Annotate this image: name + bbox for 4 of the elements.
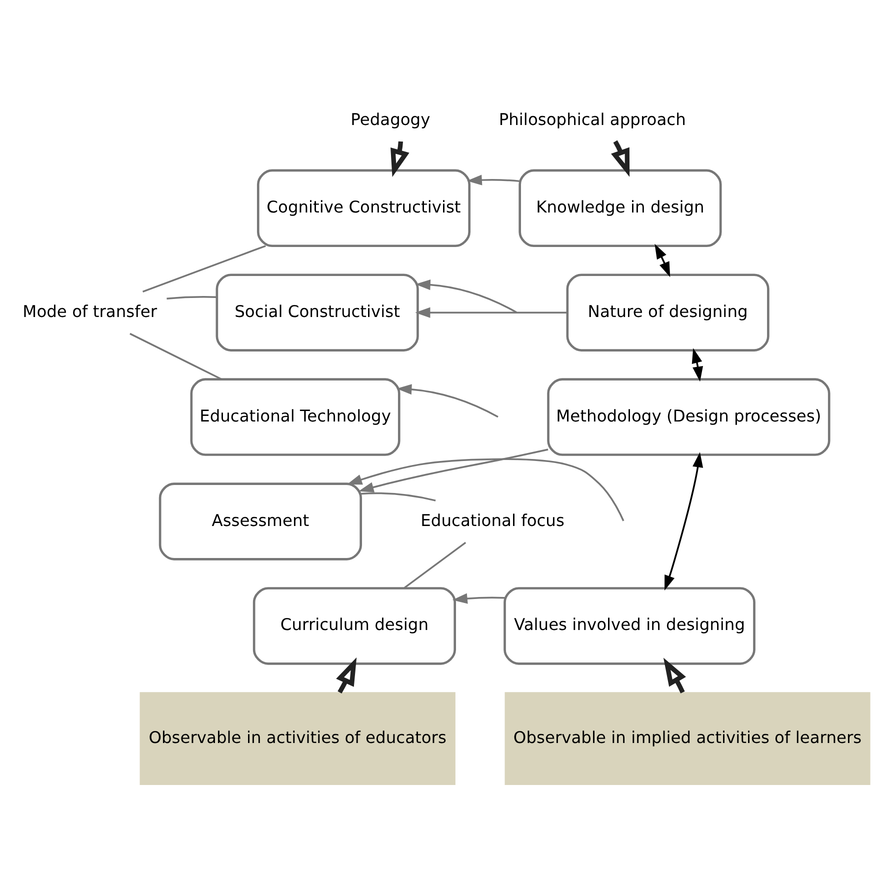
node-text: Pedagogy — [350, 110, 430, 129]
node-text: Mode of transfer — [22, 302, 158, 321]
node-text: Philosophical approach — [498, 110, 686, 129]
node-text: Educational focus — [420, 510, 564, 530]
